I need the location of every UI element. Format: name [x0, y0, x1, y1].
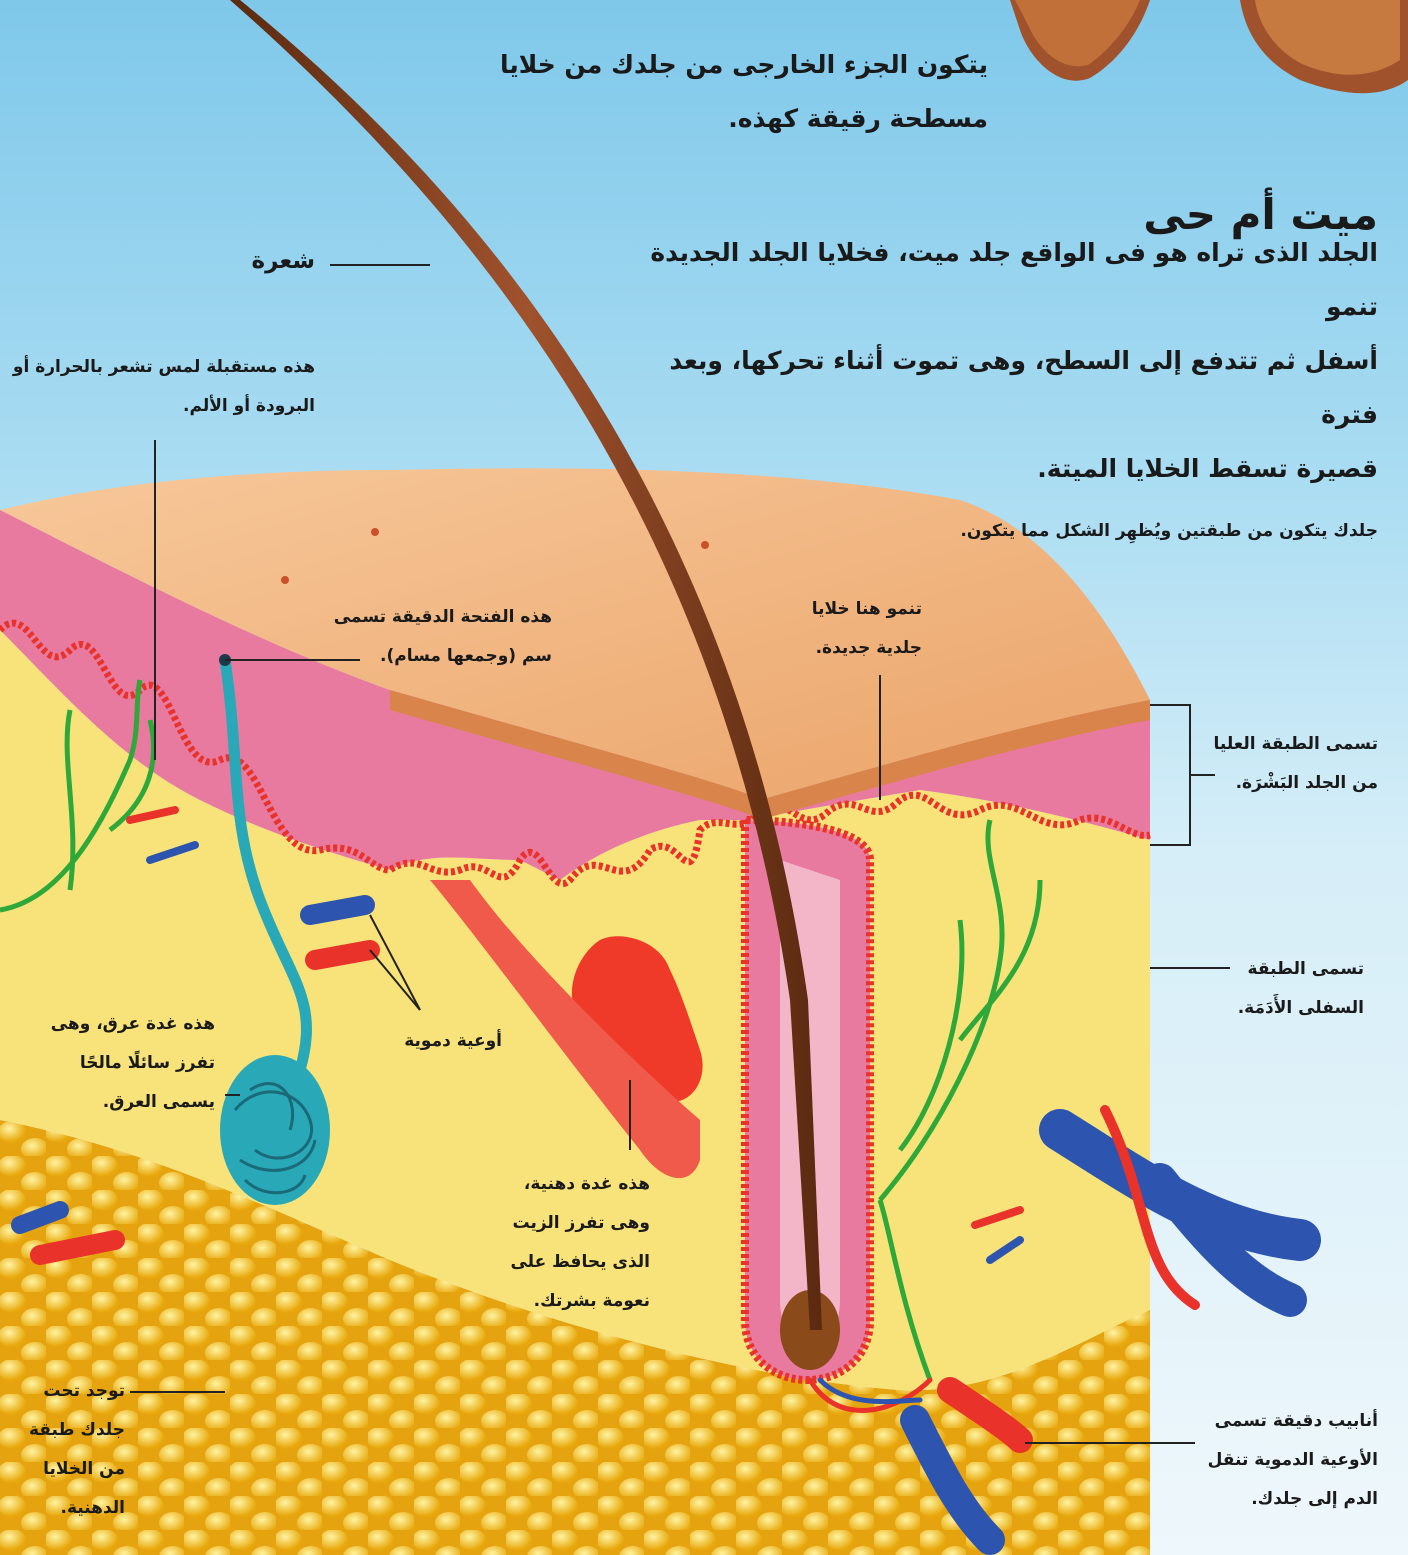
body-text: الجلد الذى تراه هو فى الواقع جلد ميت، فخ… [618, 226, 1378, 496]
diagram-caption: جلدك يتكون من طبقتين ويُظهِر الشكل مما ي… [778, 512, 1378, 551]
label-touch-receptor: هذه مستقبلة لمس تشعر بالحرارة أو البرودة… [0, 348, 315, 426]
label-hair: شعرة [195, 248, 315, 274]
label-capillaries: أنابيب دقيقة تسمى الأوعية الدموية تنقل ا… [1188, 1402, 1378, 1519]
label-oil-gland: هذه غدة دهنية، وهى تفرز الزيت الذى يحافظ… [480, 1165, 650, 1321]
flat-skin-cells-image [1010, 0, 1408, 93]
label-new-cells: تنمو هنا خلايا جلدية جديدة. [762, 590, 922, 668]
label-sweat-gland: هذه غدة عرق، وهى تفرز سائلًا مالحًا يسمى… [25, 1005, 215, 1122]
label-blood-vessels: أوعية دموية [362, 1022, 502, 1061]
intro-text: يتكون الجزء الخارجى من جلدك من خلايا مسط… [388, 38, 988, 146]
label-fat-layer: توجد تحت جلدك طبقة من الخلايا الدهنية. [15, 1372, 125, 1528]
label-dermis: تسمى الطبقة السفلى الأَدَمَة. [1214, 950, 1364, 1028]
label-pore: هذه الفتحة الدقيقة تسمى سم (وجمعها مسام)… [292, 598, 552, 676]
label-epidermis: تسمى الطبقة العليا من الجلد البَشْرَة. [1188, 725, 1378, 803]
